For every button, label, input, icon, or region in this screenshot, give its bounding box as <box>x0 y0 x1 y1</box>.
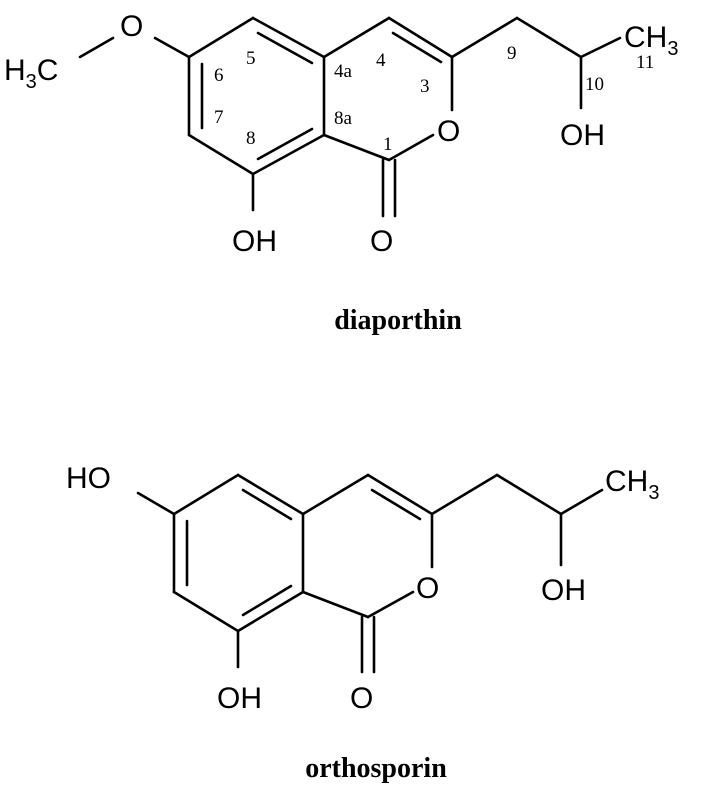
locant-8a: 8a <box>334 108 353 129</box>
locant-9: 9 <box>507 43 517 64</box>
orthosporin-bonds <box>136 473 604 674</box>
locant-3: 3 <box>420 76 430 97</box>
terminal-methyl: CH3 <box>624 21 678 60</box>
locant-1: 1 <box>383 134 393 155</box>
compound-name-orthosporin: orthosporin <box>305 753 447 784</box>
compound-name-diaporthin: diaporthin <box>334 305 462 336</box>
side-chain-hydroxyl: OH <box>560 119 605 152</box>
methyl-group: H3C <box>4 54 58 93</box>
locant-5: 5 <box>246 48 256 69</box>
locant-7: 7 <box>214 107 224 128</box>
diaporthin-bonds <box>78 16 622 218</box>
ring-oxygen: O <box>416 572 439 605</box>
locant-4: 4 <box>376 50 386 71</box>
phenol-hydroxyl: OH <box>232 225 277 258</box>
terminal-methyl: CH3 <box>605 465 659 504</box>
hydroxyl-top: HO <box>66 462 111 495</box>
phenol-hydroxyl: OH <box>217 682 262 715</box>
carbonyl-oxygen: O <box>370 225 393 258</box>
side-chain-hydroxyl: OH <box>541 574 586 607</box>
locant-8: 8 <box>246 128 256 149</box>
diaporthin-atom-numbering: 1 3 4 4a 5 6 7 8 8a 9 10 11 <box>214 43 654 155</box>
carbonyl-oxygen: O <box>350 682 373 715</box>
locant-6: 6 <box>214 65 224 86</box>
orthosporin-structure: HO O O OH OH CH3 orthosporin <box>66 462 659 784</box>
diaporthin-atom-labels: O H3C O O OH OH CH3 <box>4 10 678 258</box>
orthosporin-atom-labels: HO O O OH OH CH3 <box>66 462 659 715</box>
diaporthin-structure: O H3C O O OH OH CH3 1 3 4 4a 5 6 7 8 8a … <box>4 10 678 336</box>
locant-10: 10 <box>585 74 604 95</box>
methoxy-oxygen: O <box>120 10 143 43</box>
locant-4a: 4a <box>334 61 353 82</box>
ring-oxygen: O <box>437 115 460 148</box>
locant-11: 11 <box>636 52 654 73</box>
